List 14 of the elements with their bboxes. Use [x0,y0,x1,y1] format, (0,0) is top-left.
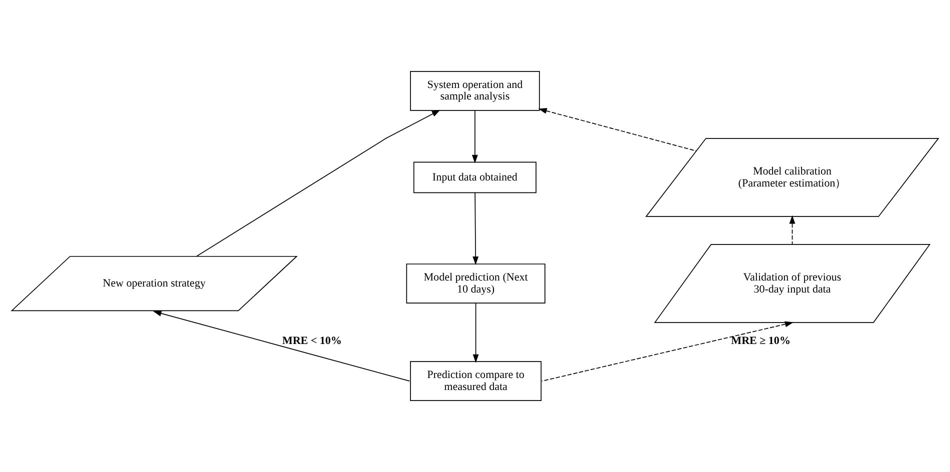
edge-label: MRE ≥ 10% [731,335,790,348]
arrow [472,302,479,363]
arrow [538,108,697,152]
arrow [472,110,478,164]
arrow [789,215,796,245]
arrow [152,310,410,382]
arrow [542,321,794,382]
node-box: Prediction compare to measured data [410,361,542,402]
node-box: System operation and sample analysis [410,70,540,111]
arrow [196,110,440,257]
edge-label: MRE < 10% [282,335,342,348]
node-box: Input data obtained [413,162,536,194]
arrow [472,192,479,265]
node-box: Model prediction (Next 10 days) [406,264,546,304]
